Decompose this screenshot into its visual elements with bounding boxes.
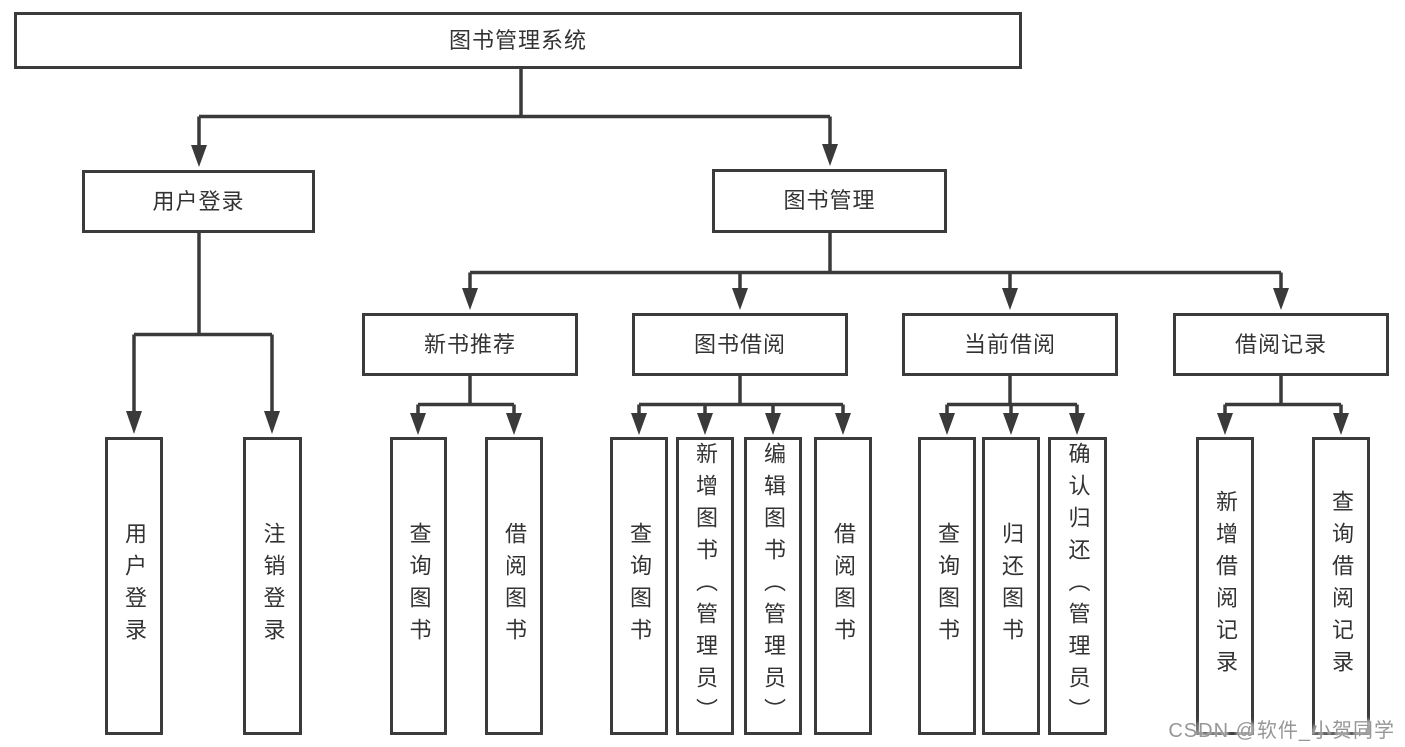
leaf-query-books-borrow: 查询图书 <box>610 437 668 735</box>
node-current-borrow: 当前借阅 <box>902 313 1118 376</box>
node-book-borrow: 图书借阅 <box>632 313 848 376</box>
watermark: CSDN @软件_小贺同学 <box>1168 720 1395 742</box>
node-library-management-system: 图书管理系统 <box>14 12 1022 69</box>
leaf-add-borrow-record: 新增借阅记录 <box>1196 437 1254 735</box>
leaf-return-book: 归还图书 <box>982 437 1040 735</box>
leaf-query-books-recommend: 查询图书 <box>390 437 447 735</box>
leaf-user-login: 用户登录 <box>105 437 163 735</box>
node-new-book-recommend: 新书推荐 <box>362 313 578 376</box>
node-user-login: 用户登录 <box>82 170 315 233</box>
leaf-add-book-admin: 新增图书（管理员） <box>676 437 734 735</box>
leaf-query-books-current: 查询图书 <box>918 437 976 735</box>
leaf-query-borrow-record: 查询借阅记录 <box>1312 437 1370 735</box>
leaf-borrow-books-recommend: 借阅图书 <box>485 437 543 735</box>
leaf-logout: 注销登录 <box>243 437 302 735</box>
leaf-edit-book-admin: 编辑图书（管理员） <box>744 437 802 735</box>
leaf-confirm-return-admin: 确认归还（管理员） <box>1048 437 1107 735</box>
node-borrow-records: 借阅记录 <box>1173 313 1389 376</box>
node-book-management: 图书管理 <box>712 169 947 233</box>
leaf-borrow-books: 借阅图书 <box>814 437 872 735</box>
